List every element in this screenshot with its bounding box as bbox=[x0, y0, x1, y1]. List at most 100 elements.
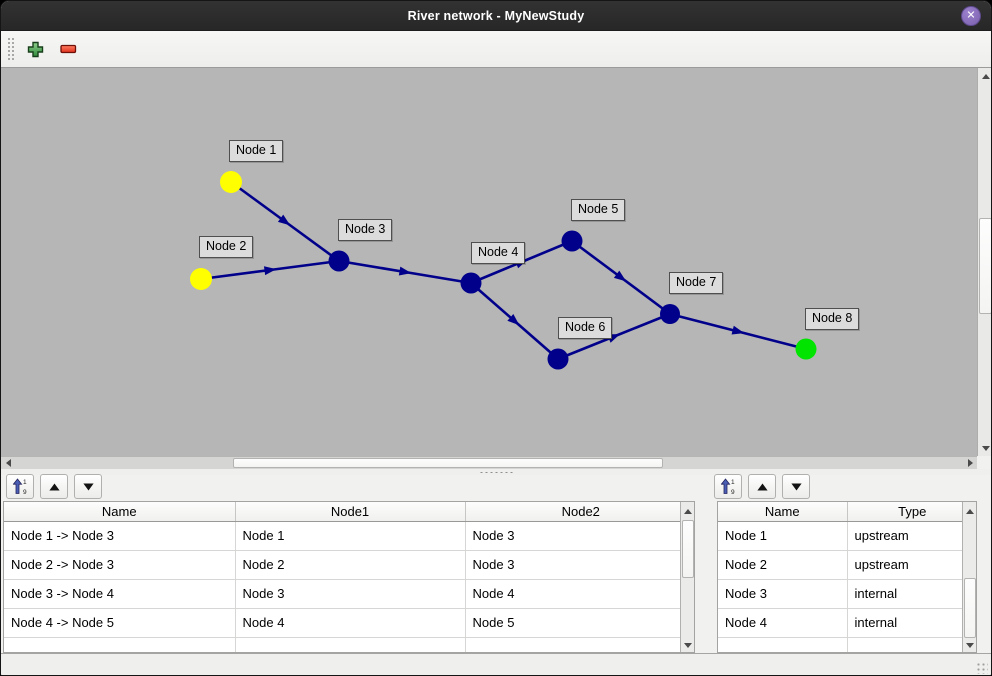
nodes-move-up-button[interactable] bbox=[748, 474, 776, 499]
table-cell[interactable] bbox=[4, 637, 236, 652]
links-vscroll-thumb[interactable] bbox=[682, 520, 694, 578]
graph-edge[interactable] bbox=[470, 282, 559, 360]
table-cell[interactable]: Node 2 -> Node 3 bbox=[4, 550, 236, 580]
table-cell[interactable] bbox=[718, 637, 848, 652]
links-move-down-button[interactable] bbox=[74, 474, 102, 499]
scroll-up-button[interactable] bbox=[978, 69, 991, 83]
scroll-up-button[interactable] bbox=[963, 504, 976, 518]
nodes-table-toolbar: 1 9 bbox=[714, 474, 810, 500]
graph-node-label: Node 5 bbox=[571, 199, 626, 221]
table-cell[interactable]: Node 5 bbox=[465, 608, 694, 638]
titlebar[interactable]: River network - MyNewStudy ✕ bbox=[1, 1, 991, 31]
graph-edge[interactable] bbox=[338, 259, 472, 285]
nodes-table-row[interactable] bbox=[718, 637, 976, 652]
horizontal-splitter[interactable] bbox=[1, 469, 991, 475]
table-cell[interactable]: internal bbox=[847, 579, 976, 609]
window-title: River network - MyNewStudy bbox=[407, 8, 585, 23]
nodes-col-name[interactable]: Name bbox=[718, 502, 848, 522]
table-cell[interactable]: Node 3 bbox=[718, 579, 848, 609]
nodes-vscroll-thumb[interactable] bbox=[964, 578, 976, 638]
canvas-hscroll-thumb[interactable] bbox=[233, 458, 663, 468]
window-resize-grip[interactable] bbox=[975, 661, 988, 674]
table-cell[interactable]: upstream bbox=[847, 521, 976, 551]
graph-node-n6[interactable] bbox=[547, 348, 569, 370]
close-button[interactable]: ✕ bbox=[961, 6, 981, 26]
table-cell[interactable]: Node 1 -> Node 3 bbox=[4, 521, 236, 551]
graph-node-n3[interactable] bbox=[328, 250, 350, 272]
nodes-sort-button[interactable]: 1 9 bbox=[714, 474, 742, 499]
graph-edge[interactable] bbox=[200, 259, 340, 281]
scroll-right-button[interactable] bbox=[964, 457, 976, 469]
right-arrow-icon bbox=[967, 459, 973, 467]
table-cell[interactable]: upstream bbox=[847, 550, 976, 580]
table-cell[interactable]: Node 4 bbox=[235, 608, 466, 638]
table-cell[interactable]: Node 3 bbox=[235, 579, 466, 609]
table-cell[interactable]: Node 2 bbox=[235, 550, 466, 580]
table-cell[interactable]: Node 1 bbox=[718, 521, 848, 551]
graph-node-n8[interactable] bbox=[795, 338, 817, 360]
table-cell[interactable]: Node 3 bbox=[465, 550, 694, 580]
graph-node-n2[interactable] bbox=[190, 268, 212, 290]
canvas-hscrollbar[interactable] bbox=[1, 456, 977, 469]
down-triangle-icon bbox=[790, 483, 802, 490]
graph-node-n1[interactable] bbox=[220, 171, 242, 193]
table-cell[interactable] bbox=[847, 637, 976, 652]
scroll-down-button[interactable] bbox=[978, 441, 991, 455]
table-cell[interactable]: internal bbox=[847, 608, 976, 638]
links-table-header-row: Name Node1 Node2 bbox=[4, 502, 694, 522]
scroll-down-button[interactable] bbox=[681, 638, 694, 652]
nodes-table-vscrollbar[interactable] bbox=[962, 502, 976, 652]
links-table-vscrollbar[interactable] bbox=[680, 502, 694, 652]
graph-node-n7[interactable] bbox=[660, 304, 680, 324]
down-arrow-icon bbox=[966, 642, 974, 648]
table-cell[interactable]: Node 4 -> Node 5 bbox=[4, 608, 236, 638]
table-cell[interactable] bbox=[465, 637, 694, 652]
table-cell[interactable]: Node 3 bbox=[465, 521, 694, 551]
svg-text:1: 1 bbox=[23, 479, 27, 486]
table-cell[interactable]: Node 2 bbox=[718, 550, 848, 580]
links-col-node2[interactable]: Node2 bbox=[465, 502, 694, 522]
table-cell[interactable]: Node 4 bbox=[465, 579, 694, 609]
graph-edge[interactable] bbox=[571, 239, 671, 316]
graph-node-label: Node 8 bbox=[805, 308, 860, 330]
sort-1-9-icon: 1 9 bbox=[12, 478, 27, 495]
scroll-down-button[interactable] bbox=[963, 638, 976, 652]
table-cell[interactable]: Node 4 bbox=[718, 608, 848, 638]
graph-node-label: Node 4 bbox=[471, 242, 526, 264]
links-move-up-button[interactable] bbox=[40, 474, 68, 499]
nodes-move-down-button[interactable] bbox=[782, 474, 810, 499]
graph-node-n4[interactable] bbox=[460, 272, 482, 294]
graph-edge[interactable] bbox=[669, 312, 807, 351]
svg-text:1: 1 bbox=[731, 479, 735, 486]
add-node-button[interactable] bbox=[22, 36, 48, 62]
canvas-vscrollbar[interactable] bbox=[977, 68, 991, 456]
links-sort-button[interactable]: 1 9 bbox=[6, 474, 34, 499]
table-cell[interactable] bbox=[235, 637, 466, 652]
remove-node-button[interactable] bbox=[55, 36, 81, 62]
links-col-name[interactable]: Name bbox=[4, 502, 236, 522]
graph-edge[interactable] bbox=[230, 180, 340, 263]
links-col-node1[interactable]: Node1 bbox=[235, 502, 466, 522]
toolbar-drag-handle[interactable] bbox=[7, 37, 14, 61]
table-cell[interactable]: Node 3 -> Node 4 bbox=[4, 579, 236, 609]
scroll-left-button[interactable] bbox=[2, 457, 14, 469]
canvas-vscroll-thumb[interactable] bbox=[979, 218, 991, 314]
statusbar bbox=[1, 653, 991, 675]
table-cell[interactable]: Node 1 bbox=[235, 521, 466, 551]
graph-edge[interactable] bbox=[557, 312, 671, 361]
scroll-up-button[interactable] bbox=[681, 504, 694, 518]
links-table-row[interactable] bbox=[4, 637, 694, 652]
nodes-col-type[interactable]: Type bbox=[847, 502, 976, 522]
sort-1-9-icon: 1 9 bbox=[720, 478, 735, 495]
up-triangle-icon bbox=[756, 483, 768, 490]
graph-node-n5[interactable] bbox=[561, 230, 583, 252]
